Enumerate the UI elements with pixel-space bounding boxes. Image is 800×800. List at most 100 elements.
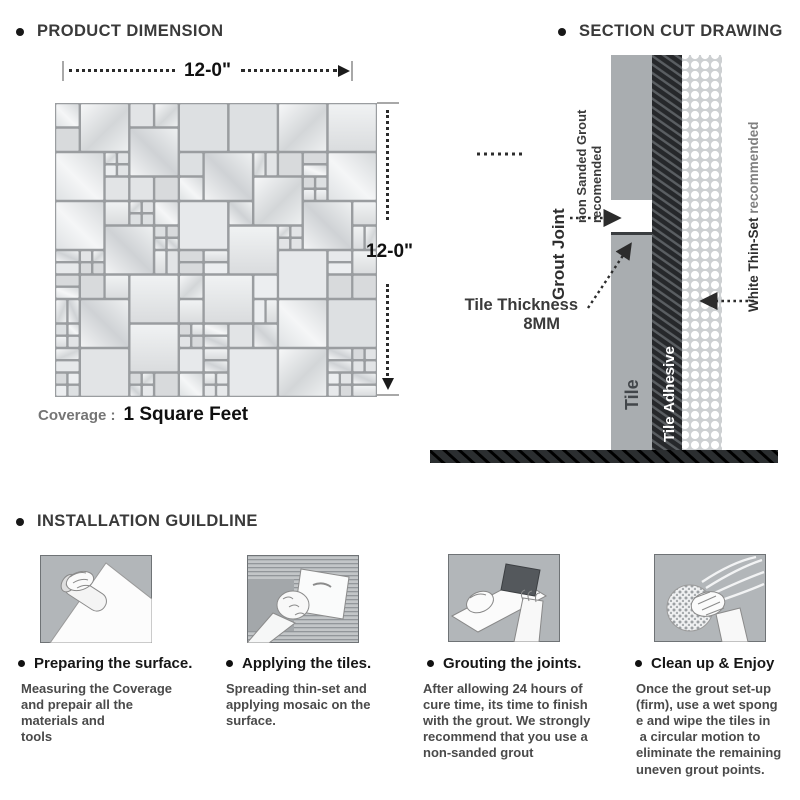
svg-text:White Thin-Set recommended: White Thin-Set recommended — [746, 121, 761, 312]
tile-top-edge — [611, 232, 652, 235]
mosaic-chip — [130, 202, 141, 212]
mosaic-chip — [204, 361, 228, 372]
mosaic-chip — [68, 373, 79, 384]
cleanup-illustration — [654, 554, 766, 642]
dimension-tick — [62, 61, 64, 81]
step2-caption-text: Applying the tiles. — [242, 655, 372, 672]
step1-caption: Preparing the surface. — [18, 655, 192, 672]
tile-label: Tile — [622, 379, 642, 410]
mosaic-chip — [204, 251, 228, 261]
mosaic-chip — [105, 202, 129, 225]
dotted-leader — [386, 110, 389, 220]
mosaic-chip — [130, 214, 141, 225]
mosaic-chip — [353, 361, 364, 372]
mosaic-chip — [328, 153, 376, 200]
mosaic-chip — [81, 300, 129, 347]
mosaic-chip — [365, 226, 376, 249]
mosaic-chip — [68, 324, 79, 335]
mosaic-chip — [81, 349, 129, 396]
step4-description: Once the grout set-up (firm), use a wet … — [636, 681, 782, 777]
mosaic-chip — [130, 104, 153, 127]
mosaic-chip — [229, 202, 252, 225]
mosaic-chip — [229, 104, 277, 151]
dimension-tick — [351, 61, 353, 81]
mosaic-chip — [279, 349, 327, 396]
step3-caption-text: Grouting the joints. — [443, 655, 582, 672]
thinset-layer — [682, 55, 722, 450]
section-cut-header: SECTION CUT DRAWING — [558, 22, 783, 41]
mosaic-chip — [56, 349, 79, 359]
coverage-value: 1 Square Feet — [123, 404, 249, 425]
mosaic-chip — [155, 373, 178, 396]
mosaic-chip — [155, 226, 166, 237]
mosaic-chip — [130, 275, 178, 323]
mosaic-chip — [93, 251, 104, 261]
mosaic-chip — [328, 349, 352, 359]
mosaic-chip — [180, 251, 203, 261]
mosaic-chip — [56, 361, 79, 372]
mosaic-chip — [56, 263, 79, 274]
mosaic-chip — [93, 263, 104, 274]
dotted-leader — [386, 284, 389, 376]
mosaic-chip — [56, 251, 79, 261]
arrow-right-icon — [338, 65, 350, 77]
mosaic-chip — [328, 104, 376, 151]
mosaic-chip — [254, 300, 265, 323]
mosaic-chip — [180, 324, 190, 335]
mosaic-chip — [328, 275, 352, 298]
mosaic-chip — [217, 373, 228, 384]
mosaic-chip — [56, 287, 79, 298]
mosaic-chip — [341, 373, 351, 384]
mosaic-chip — [291, 226, 302, 237]
mosaic-chip — [56, 153, 104, 200]
mosaic-chip — [180, 153, 203, 176]
mosaic-chip — [204, 373, 215, 384]
mosaic-chip — [229, 324, 252, 347]
prepare-surface-illustration — [40, 555, 152, 643]
installation-header: INSTALLATION GUILDLINE — [16, 512, 258, 531]
bullet-icon — [18, 660, 25, 667]
width-dimension-label: 12-0" — [183, 60, 232, 81]
mosaic-chip — [204, 324, 228, 335]
mosaic-chip — [353, 251, 376, 274]
mosaic-chip — [328, 385, 339, 396]
tile-adhesive-layer — [652, 55, 682, 450]
mosaic-chip — [142, 373, 153, 384]
mosaic-chip — [105, 165, 116, 176]
mosaic-chip — [130, 128, 178, 176]
mosaic-chip — [180, 349, 203, 372]
mosaic-chip — [56, 128, 79, 151]
bullet-icon — [16, 517, 24, 526]
mosaic-chip — [279, 239, 290, 249]
mosaic-chip — [328, 361, 352, 372]
mosaic-chip — [316, 190, 327, 200]
mosaic-chip — [192, 336, 203, 347]
mosaic-chip — [56, 324, 67, 335]
mosaic-chip — [142, 385, 153, 396]
mosaic-chip — [353, 373, 376, 384]
tile-thickness-label: Tile Thickness — [465, 296, 578, 314]
section-cut-drawing: Grout Joint non Sanded Grout recomended … — [430, 55, 778, 463]
mosaic-chip — [316, 177, 327, 188]
mosaic-chip — [279, 226, 290, 237]
thinset-label-rest: recommended — [746, 121, 761, 217]
product-dimension-title: PRODUCT DIMENSION — [37, 22, 224, 40]
mosaic-chip — [365, 361, 376, 372]
mosaic-chip — [365, 349, 376, 359]
section-cut-title: SECTION CUT DRAWING — [579, 22, 783, 40]
mosaic-chip — [56, 275, 79, 286]
dimension-tick — [377, 102, 399, 104]
mosaic-chip — [130, 324, 178, 372]
height-dimension: 12-0" — [366, 102, 413, 400]
step4-caption-text: Clean up & Enjoy — [651, 655, 775, 672]
dimension-tick — [377, 394, 399, 396]
mosaic-chip — [254, 275, 277, 298]
mosaic-chip — [180, 300, 203, 323]
bullet-icon — [16, 27, 24, 36]
mosaic-chip — [118, 153, 129, 163]
mosaic-chip — [279, 251, 327, 298]
mosaic-chip — [155, 239, 166, 249]
mosaic-chip — [266, 153, 277, 176]
mosaic-chip — [303, 153, 327, 163]
